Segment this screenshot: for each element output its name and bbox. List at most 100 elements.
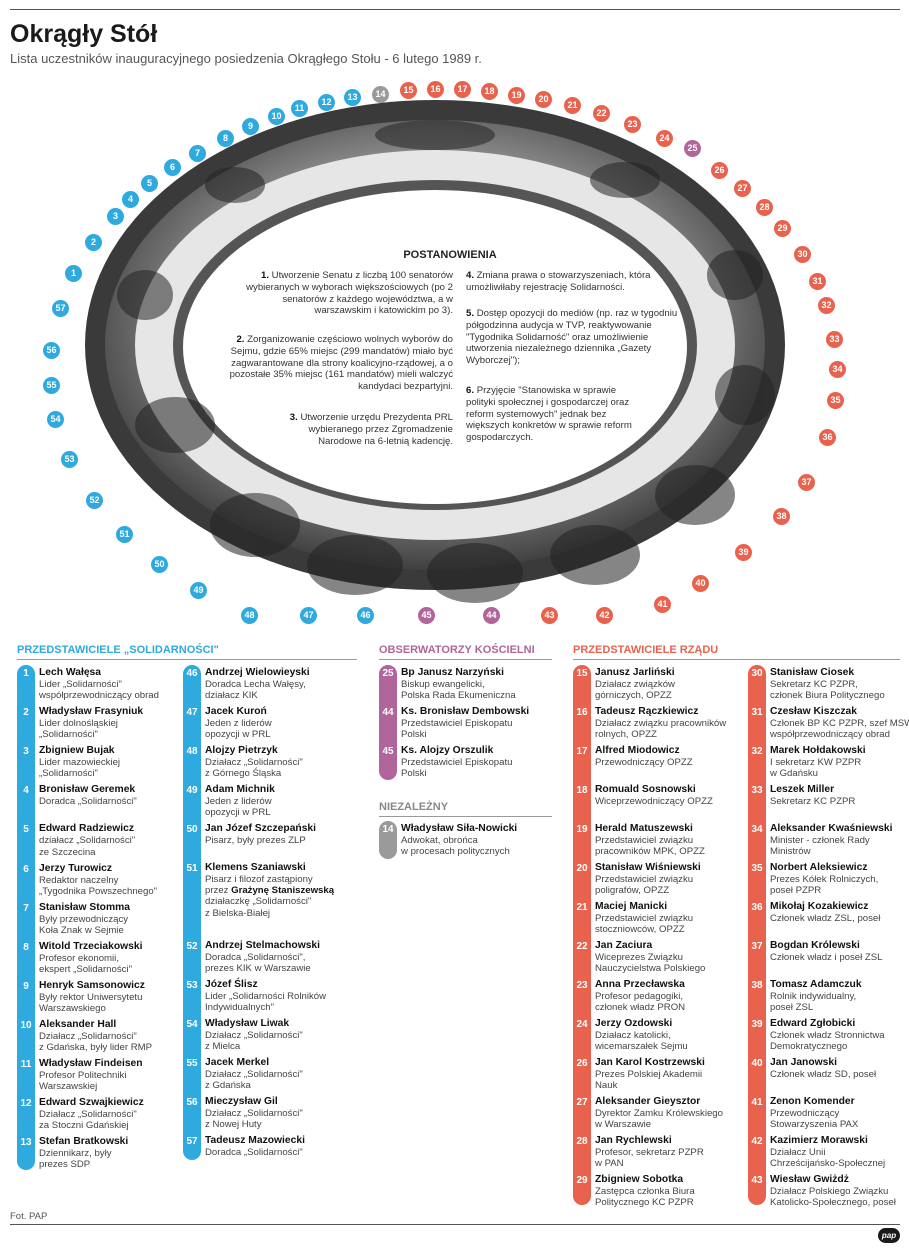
seat-number: 45 <box>418 607 435 624</box>
participant-number: 41 <box>751 1097 763 1108</box>
participant-name: Władysław Frasyniuk <box>39 706 144 718</box>
participant-number: 18 <box>576 785 588 796</box>
participant-name: Zenon Komender <box>770 1096 855 1107</box>
participant-description: Doradca „Solidarności" <box>39 796 137 808</box>
participant-description: Członek BP KC PZPR, szef MSW,współprzewo… <box>770 718 909 741</box>
participant-number: 1 <box>23 668 29 679</box>
participant-description: Działacz „Solidarności"z Mielca <box>205 1030 303 1053</box>
seat-number: 29 <box>774 220 791 237</box>
page-subtitle: Lista uczestników inauguracyjnego posied… <box>10 51 482 66</box>
participant-description: Działacz „Solidarności"z Nowej Huty <box>205 1108 303 1131</box>
participant-name: Stanisław Wiśniewski <box>595 862 701 873</box>
participant-description: Doradca Lecha Wałęsy,działacz KIK <box>205 679 306 702</box>
participant-name: Alfred Miodowicz <box>595 745 680 756</box>
resolution-item: 1. Utworzenie Senatu z liczbą 100 senato… <box>246 270 453 317</box>
seat-number: 3 <box>107 208 124 225</box>
participant-name: Jerzy Turowicz <box>39 862 113 874</box>
seat-number: 31 <box>809 273 826 290</box>
participant-name: Aleksander Hall <box>39 1018 117 1030</box>
participant-description: Lider dolnośląskiej„Solidarności" <box>39 718 118 741</box>
participant-number: 15 <box>576 668 588 679</box>
section-title-solidarity: PRZEDSTAWICIELE „SOLIDARNOŚCI" <box>17 644 219 656</box>
participant-name: Władysław Liwak <box>205 1018 290 1029</box>
seat-number: 23 <box>624 116 641 133</box>
participant-number: 25 <box>382 668 394 679</box>
participant-name: Czesław Kiszczak <box>770 706 857 717</box>
participant-description: Rolnik indywidualny,poseł ZSL <box>770 991 857 1014</box>
participant-description: Profesor pedagogiki,członek władz PRON <box>595 991 686 1014</box>
participant-name: Władysław Siła-Nowicki <box>401 823 518 834</box>
participant-name: Aleksander Kwaśniewski <box>770 823 893 834</box>
table-center <box>183 190 687 504</box>
participant-number: 13 <box>20 1137 32 1149</box>
participant-name: Aleksander Gieysztor <box>595 1096 701 1107</box>
participant-description: Doradca „Solidarności",prezes KIK w Wars… <box>205 952 311 975</box>
solidarity-bar <box>183 665 201 1160</box>
participant-number: 33 <box>751 785 763 796</box>
seat-number: 51 <box>116 526 133 543</box>
participant-description: Profesor ekonomii,ekspert „Solidarności" <box>39 952 132 975</box>
participant-number: 9 <box>23 980 29 992</box>
participant-number: 55 <box>186 1058 198 1069</box>
seat-number: 34 <box>829 361 846 378</box>
section-rule <box>573 659 900 660</box>
seat-number: 49 <box>190 582 207 599</box>
participant-description: Działacz „Solidarności"z Gdańska <box>205 1069 303 1092</box>
participant-name: Stanisław Ciosek <box>770 667 855 678</box>
resolution-item: 5. Dostęp opozycji do mediów (np. raz w … <box>466 308 678 367</box>
participant-name: Mikołaj Kozakiewicz <box>770 901 869 912</box>
participant-name: Maciej Manicki <box>595 901 668 912</box>
participant-description: Lider „Solidarności"współprzewodniczący … <box>39 679 159 702</box>
participant-name: Janusz Jarliński <box>595 667 675 678</box>
participant-description: Działacz katolicki,wicemarszałek Sejmu <box>595 1030 688 1053</box>
participant-number: 5 <box>23 824 29 836</box>
bottom-rule <box>10 1224 900 1225</box>
seat-number: 56 <box>43 342 60 359</box>
participant-number: 46 <box>186 668 198 679</box>
participant-number: 53 <box>186 980 198 991</box>
participant-number: 16 <box>576 707 588 718</box>
participant-number: 57 <box>186 1136 198 1147</box>
seat-number: 19 <box>508 87 525 104</box>
participant-number: 27 <box>576 1097 588 1108</box>
participant-description: Lider mazowieckiej„Solidarności" <box>39 757 121 780</box>
participant-description: Członek władz SD, poseł <box>770 1069 877 1080</box>
solidarity-bar <box>17 665 35 1170</box>
resolution-item: 4. Zmiana prawa o stowarzyszeniach, któr… <box>466 270 651 293</box>
participant-name: Jacek Kuroń <box>205 706 267 717</box>
seat-number: 9 <box>242 118 259 135</box>
section-title-church: OBSERWATORZY KOŚCIELNI <box>379 644 535 656</box>
participant-number: 17 <box>576 746 588 757</box>
seat-number: 24 <box>656 130 673 147</box>
seat-number: 26 <box>711 162 728 179</box>
resolution-item: 3. Utworzenie urzędu Prezydenta PRL wybi… <box>289 412 453 447</box>
seat-number: 8 <box>217 130 234 147</box>
participant-name: Jan Karol Kostrzewski <box>595 1057 705 1068</box>
participant-number: 56 <box>186 1097 198 1108</box>
participant-name: Kazimierz Morawski <box>770 1135 868 1146</box>
participant-name: Edward Szwajkiewicz <box>39 1097 144 1109</box>
participant-number: 42 <box>751 1136 763 1147</box>
section-title-government: PRZEDSTAWICIELE RZĄDU <box>573 644 719 656</box>
participant-number: 43 <box>751 1175 763 1186</box>
seat-number: 30 <box>794 246 811 263</box>
participant-name: Adam Michnik <box>205 784 275 795</box>
participant-name: Jacek Merkel <box>205 1057 270 1068</box>
participant-number: 36 <box>751 902 763 913</box>
section-rule <box>379 816 552 817</box>
participant-description: Prezes Kółek Rolniczych,poseł PZPR <box>770 874 879 897</box>
